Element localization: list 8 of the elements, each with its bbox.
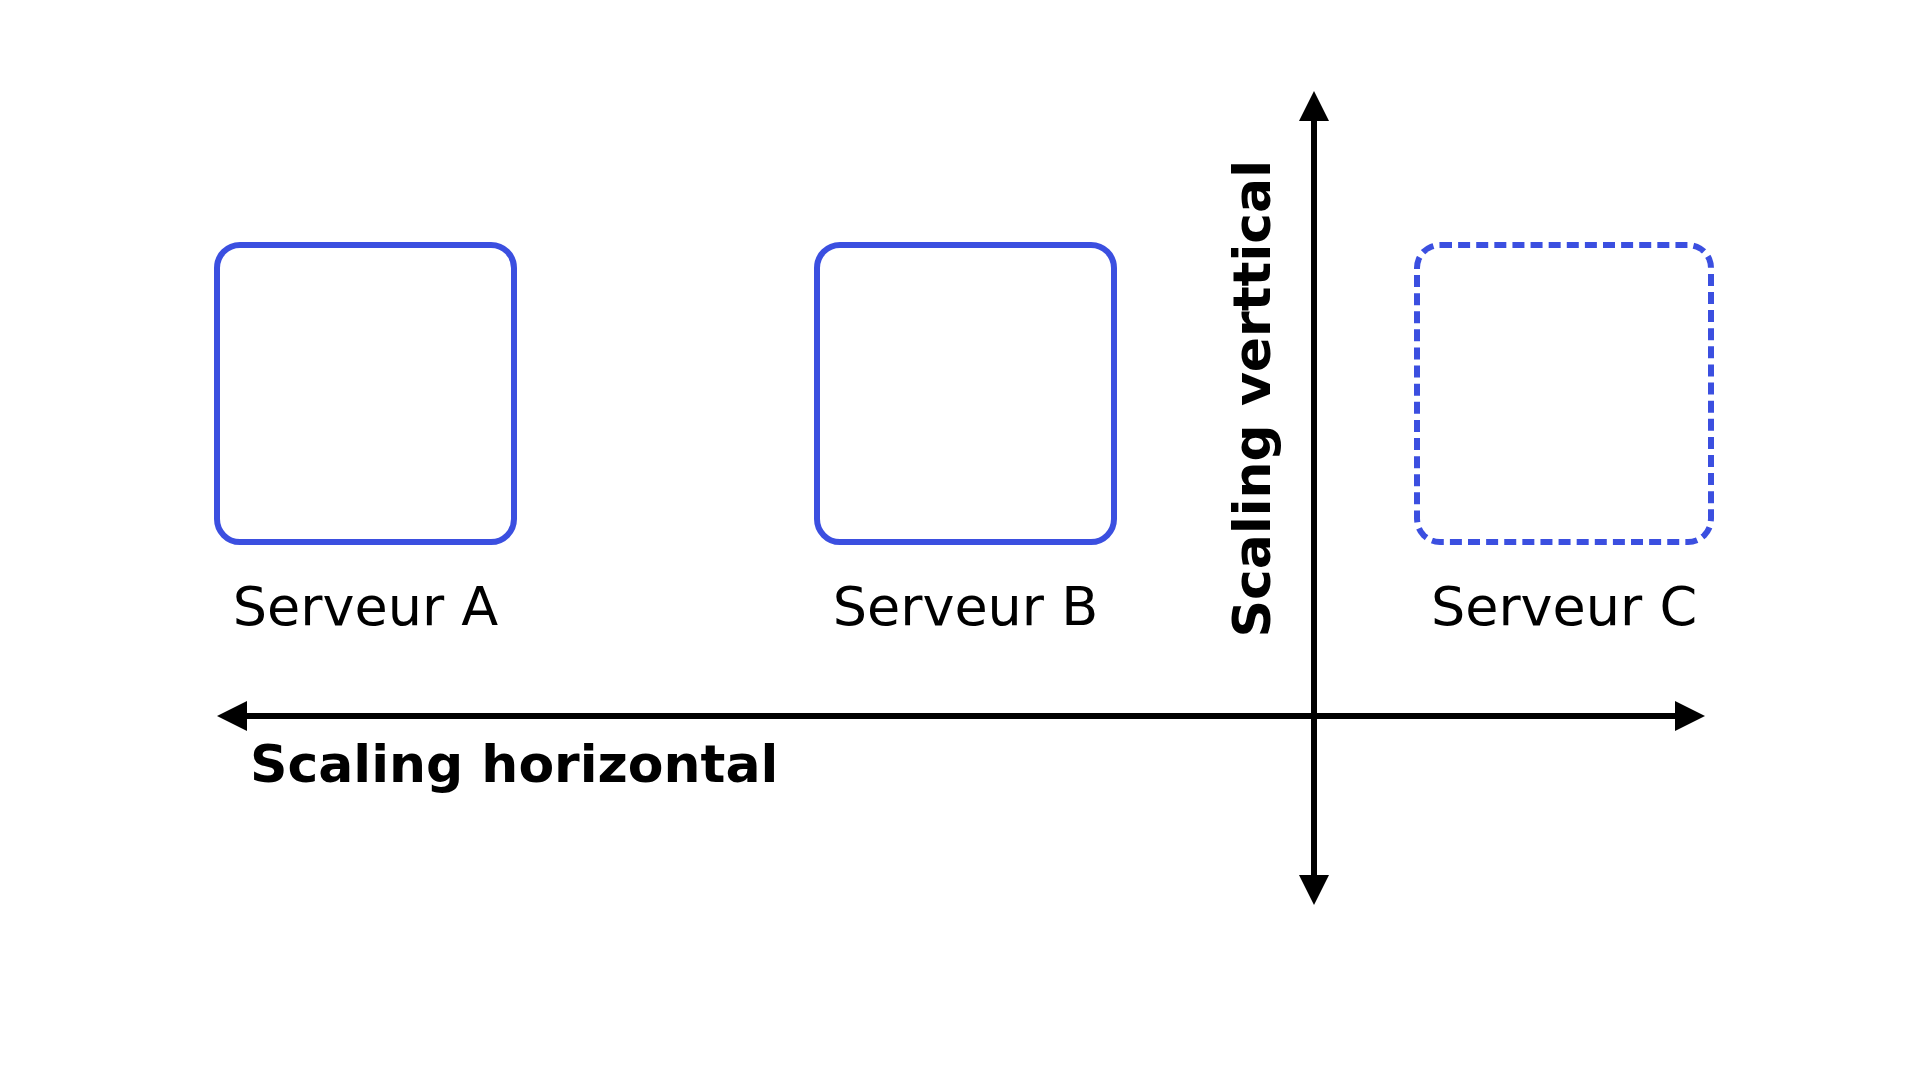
axis-label: Scaling horizontal xyxy=(250,734,779,794)
server-caption: Serveur C xyxy=(1429,575,1699,638)
axis-label: Scaling verttical xyxy=(1222,160,1282,638)
server-box xyxy=(1414,242,1714,545)
server-caption: Serveur B xyxy=(831,575,1100,638)
server-box xyxy=(814,242,1117,545)
server-box xyxy=(214,242,517,545)
server-caption: Serveur A xyxy=(231,575,500,638)
